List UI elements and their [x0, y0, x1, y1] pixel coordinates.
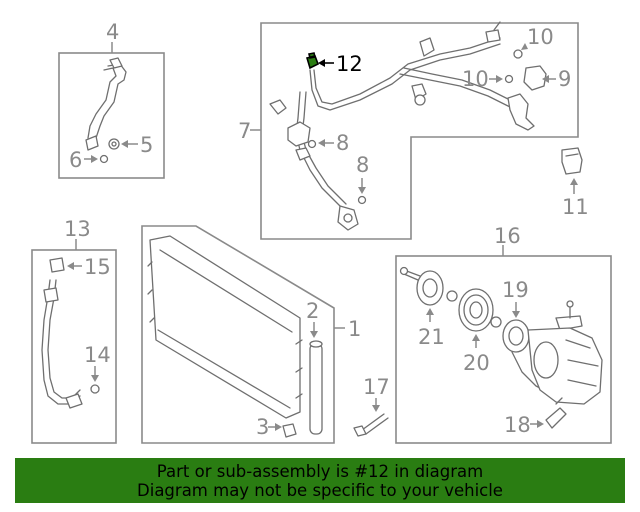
group-13-frame: [31, 249, 117, 444]
part-group-1: [141, 225, 345, 444]
callout-14[interactable]: 14: [84, 343, 111, 367]
banner-line-2: Diagram may not be specific to your vehi…: [137, 480, 503, 500]
callout-2-arrow: [310, 331, 318, 338]
callout-8-upper[interactable]: 8: [336, 131, 349, 155]
callout-11-arrow: [570, 178, 578, 185]
part-group-13: [31, 239, 117, 444]
callout-18-arrow: [537, 420, 544, 428]
callout-15-arrow: [67, 262, 74, 270]
callout-3-arrow: [275, 423, 282, 431]
callout-2[interactable]: 2: [306, 299, 319, 323]
callout-5-arrow: [121, 140, 128, 148]
callout-18[interactable]: 18: [504, 413, 531, 437]
callout-14-arrow: [91, 375, 99, 382]
callout-7[interactable]: 7: [238, 119, 251, 143]
callout-12[interactable]: 12: [336, 52, 363, 76]
callout-10-upper-arrow: [521, 43, 528, 50]
callout-8-lower-arrow: [358, 187, 366, 194]
callout-5[interactable]: 5: [140, 133, 153, 157]
part-11: [561, 147, 583, 175]
callout-12-arrow: [318, 59, 325, 67]
callout-10-upper[interactable]: 10: [527, 25, 554, 49]
group-7-frame: [260, 22, 579, 240]
callout-19-arrow: [512, 311, 520, 318]
callout-19[interactable]: 19: [502, 278, 529, 302]
callout-20[interactable]: 20: [463, 351, 490, 375]
callout-16[interactable]: 16: [494, 224, 521, 248]
banner-line-1: Part or sub-assembly is #12 in diagram: [156, 461, 484, 481]
callout-11[interactable]: 11: [562, 195, 589, 219]
callout-17-arrow: [372, 405, 380, 412]
callout-8-upper-arrow: [318, 139, 325, 147]
part-17: [353, 413, 389, 437]
callout-6-arrow: [91, 155, 98, 163]
part-group-7: [250, 21, 579, 240]
callout-9[interactable]: 9: [558, 67, 571, 91]
callout-4[interactable]: 4: [106, 20, 119, 44]
callout-17[interactable]: 17: [363, 375, 390, 399]
callout-21[interactable]: 21: [418, 325, 445, 349]
callout-21-arrow: [426, 308, 434, 315]
callout-13[interactable]: 13: [64, 217, 91, 241]
callout-3[interactable]: 3: [256, 415, 269, 439]
group-1-frame: [141, 225, 335, 444]
callout-9-arrow: [542, 75, 549, 83]
callout-20-arrow: [472, 334, 480, 341]
callout-15[interactable]: 15: [84, 255, 111, 279]
callout-1[interactable]: 1: [348, 317, 361, 341]
callout-8-lower[interactable]: 8: [356, 153, 369, 177]
callout-6[interactable]: 6: [69, 148, 82, 172]
part-12-valve-core[interactable]: [305, 52, 320, 70]
part-group-16: [395, 245, 612, 444]
callout-10-lower-arrow: [496, 75, 503, 83]
callout-10-lower[interactable]: 10: [462, 67, 489, 91]
info-banner: Part or sub-assembly is #12 in diagram D…: [15, 458, 625, 503]
part-group-4: [58, 42, 165, 179]
